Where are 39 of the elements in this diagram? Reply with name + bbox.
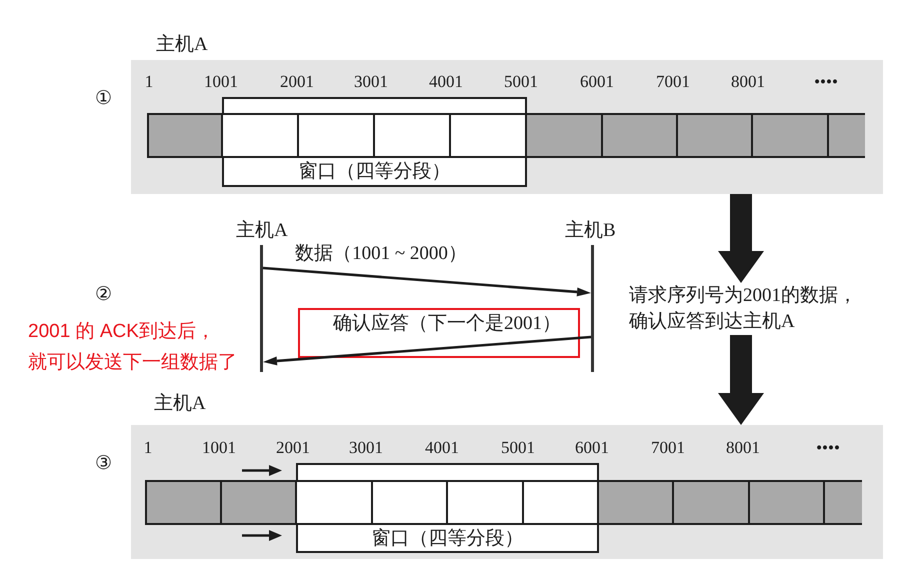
step-number: ② bbox=[95, 284, 112, 307]
sequence-number: 4001 bbox=[425, 438, 459, 458]
sequence-number: 7001 bbox=[651, 438, 685, 458]
panel bbox=[131, 425, 883, 559]
sequence-number: 1 bbox=[144, 438, 152, 458]
host-label: 主机A bbox=[154, 393, 206, 416]
sequence-number: 1001 bbox=[202, 438, 236, 458]
lifeline bbox=[260, 245, 263, 372]
sequence-number: 2001 bbox=[276, 438, 310, 458]
host-label: 主机A bbox=[156, 34, 208, 57]
sequence-number: 8001 bbox=[731, 72, 765, 92]
sequence-number: 1 bbox=[144, 72, 154, 92]
ellipsis: •••• bbox=[816, 438, 840, 458]
window-label: 窗口（四等分段） bbox=[372, 527, 524, 551]
sequence-number: 5001 bbox=[501, 438, 535, 458]
sequence-number: 6001 bbox=[575, 438, 609, 458]
arrow bbox=[262, 266, 591, 296]
sequence-number: 3001 bbox=[354, 72, 388, 92]
sequence-number: 1001 bbox=[204, 72, 238, 92]
window-label: 窗口（四等分段） bbox=[298, 160, 450, 184]
arrow bbox=[263, 336, 592, 366]
step-number: ③ bbox=[95, 453, 112, 476]
note-text: 请求序列号为2001的数据，确认应答到达主机A bbox=[629, 283, 871, 335]
sequence-number: 7001 bbox=[656, 72, 690, 92]
block-arrow bbox=[718, 194, 764, 283]
ellipsis: •••• bbox=[814, 72, 838, 92]
sequence-number: 6001 bbox=[580, 72, 614, 92]
sequence-number: 8001 bbox=[726, 438, 760, 458]
host-label: 主机A bbox=[236, 220, 288, 243]
block-arrow bbox=[718, 335, 764, 425]
lifeline bbox=[591, 245, 594, 372]
sequence-number: 3001 bbox=[349, 438, 383, 458]
panel bbox=[131, 60, 883, 194]
host-label: 主机B bbox=[565, 220, 616, 243]
sequence-number: 2001 bbox=[280, 72, 314, 92]
step-number: ① bbox=[95, 88, 112, 111]
annotation-text: 2001 的 ACK到达后，就可以发送下一组数据了 bbox=[28, 320, 238, 375]
sequence-number: 4001 bbox=[429, 72, 463, 92]
sequence-number: 5001 bbox=[504, 72, 538, 92]
